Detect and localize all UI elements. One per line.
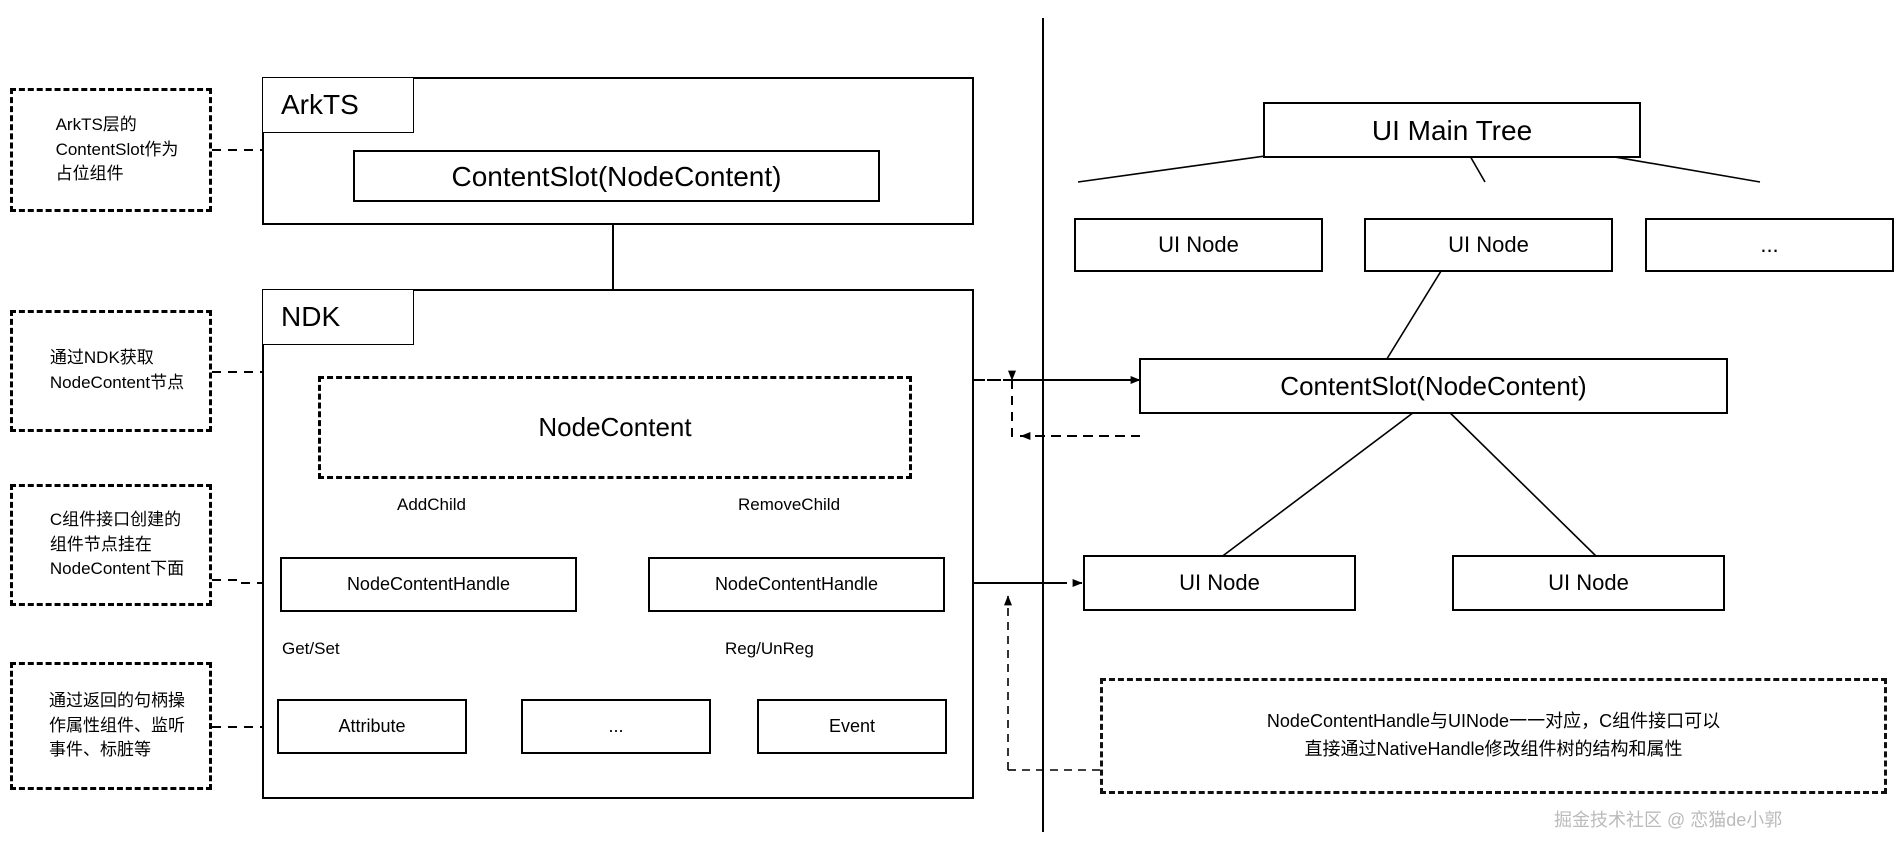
- note-handle: 通过返回的句柄操 作属性组件、监听 事件、标脏等: [10, 662, 212, 790]
- ui-node-1-box[interactable]: UI Node: [1074, 218, 1323, 272]
- note-ndk: 通过NDK获取 NodeContent节点: [10, 310, 212, 432]
- note-arkts-line-1: ArkTS层的: [55, 115, 137, 135]
- edge-label-reg-unreg: Reg/UnReg: [725, 639, 814, 658]
- ndk-node-content-label: NodeContent: [538, 411, 692, 442]
- note-cnode-line-2: 组件节点挂在: [49, 534, 152, 554]
- ui-node-2-label: UI Node: [1448, 232, 1529, 258]
- ndk-handle-right-box[interactable]: NodeContentHandle: [648, 557, 945, 612]
- ndk-attribute-box[interactable]: Attribute: [277, 699, 467, 754]
- ndk-ellipsis-label: ...: [608, 716, 624, 737]
- arkts-content-slot-box[interactable]: ContentSlot(NodeContent): [353, 150, 880, 202]
- ndk-event-box[interactable]: Event: [757, 699, 947, 754]
- right-bottom-note: NodeContentHandle与UINode一一对应，C组件接口可以 直接通…: [1100, 678, 1887, 794]
- ndk-handle-left-box[interactable]: NodeContentHandle: [280, 557, 577, 612]
- right-bottom-note-line-2: 直接通过NativeHandle修改组件树的结构和属性: [1304, 739, 1683, 759]
- watermark: 掘金技术社区 @ 恋猫de小郭: [1554, 810, 1783, 830]
- ui-node-3-box[interactable]: UI Node: [1083, 555, 1356, 611]
- edge-label-add-child: AddChild: [397, 495, 466, 514]
- ndk-node-content-box[interactable]: NodeContent: [318, 376, 912, 479]
- note-ndk-line-1: 通过NDK获取: [49, 348, 154, 368]
- note-cnode-line-1: C组件接口创建的: [49, 510, 182, 530]
- ndk-ellipsis-box[interactable]: ...: [521, 699, 711, 754]
- ui-node-more-label: ...: [1760, 232, 1779, 258]
- arkts-content-slot-label: ContentSlot(NodeContent): [451, 160, 782, 192]
- right-bottom-note-line-1: NodeContentHandle与UINode一一对应，C组件接口可以: [1266, 711, 1721, 732]
- ui-node-4-box[interactable]: UI Node: [1452, 555, 1725, 611]
- group-arkts-label: ArkTS: [281, 89, 359, 120]
- ndk-attribute-label: Attribute: [338, 716, 406, 737]
- group-ndk-tab: NDK: [262, 289, 414, 345]
- note-cnode: C组件接口创建的 组件节点挂在 NodeContent下面: [10, 484, 212, 606]
- right-content-slot-box[interactable]: ContentSlot(NodeContent): [1139, 358, 1728, 414]
- ui-node-3-label: UI Node: [1179, 570, 1260, 596]
- note-ndk-line-2: NodeContent节点: [49, 373, 185, 392]
- ui-node-4-label: UI Node: [1548, 570, 1629, 596]
- edge-label-remove-child: RemoveChild: [738, 495, 841, 514]
- ui-main-tree-box[interactable]: UI Main Tree: [1263, 102, 1641, 158]
- ui-node-1-label: UI Node: [1158, 232, 1239, 258]
- ui-node-2-box[interactable]: UI Node: [1364, 218, 1613, 272]
- note-cnode-line-3: NodeContent下面: [49, 559, 185, 579]
- edge-label-get-set: Get/Set: [282, 639, 340, 658]
- note-arkts-line-3: 占位组件: [55, 164, 124, 184]
- note-handle-line-3: 事件、标脏等: [49, 740, 151, 760]
- group-arkts-tab: ArkTS: [262, 77, 414, 133]
- ui-main-tree-label: UI Main Tree: [1371, 114, 1533, 146]
- note-arkts-line-2: ContentSlot作为: [55, 139, 179, 159]
- note-handle-line-2: 作属性组件、监听: [49, 715, 185, 735]
- ndk-event-label: Event: [828, 716, 876, 737]
- ndk-handle-right-label: NodeContentHandle: [714, 574, 879, 595]
- group-ndk-label: NDK: [281, 301, 341, 332]
- note-handle-line-1: 通过返回的句柄操: [49, 691, 185, 711]
- ndk-handle-left-label: NodeContentHandle: [346, 574, 511, 595]
- right-content-slot-label: ContentSlot(NodeContent): [1280, 370, 1587, 401]
- ui-node-more-box[interactable]: ...: [1645, 218, 1894, 272]
- note-arkts: ArkTS层的 ContentSlot作为 占位组件: [10, 88, 212, 212]
